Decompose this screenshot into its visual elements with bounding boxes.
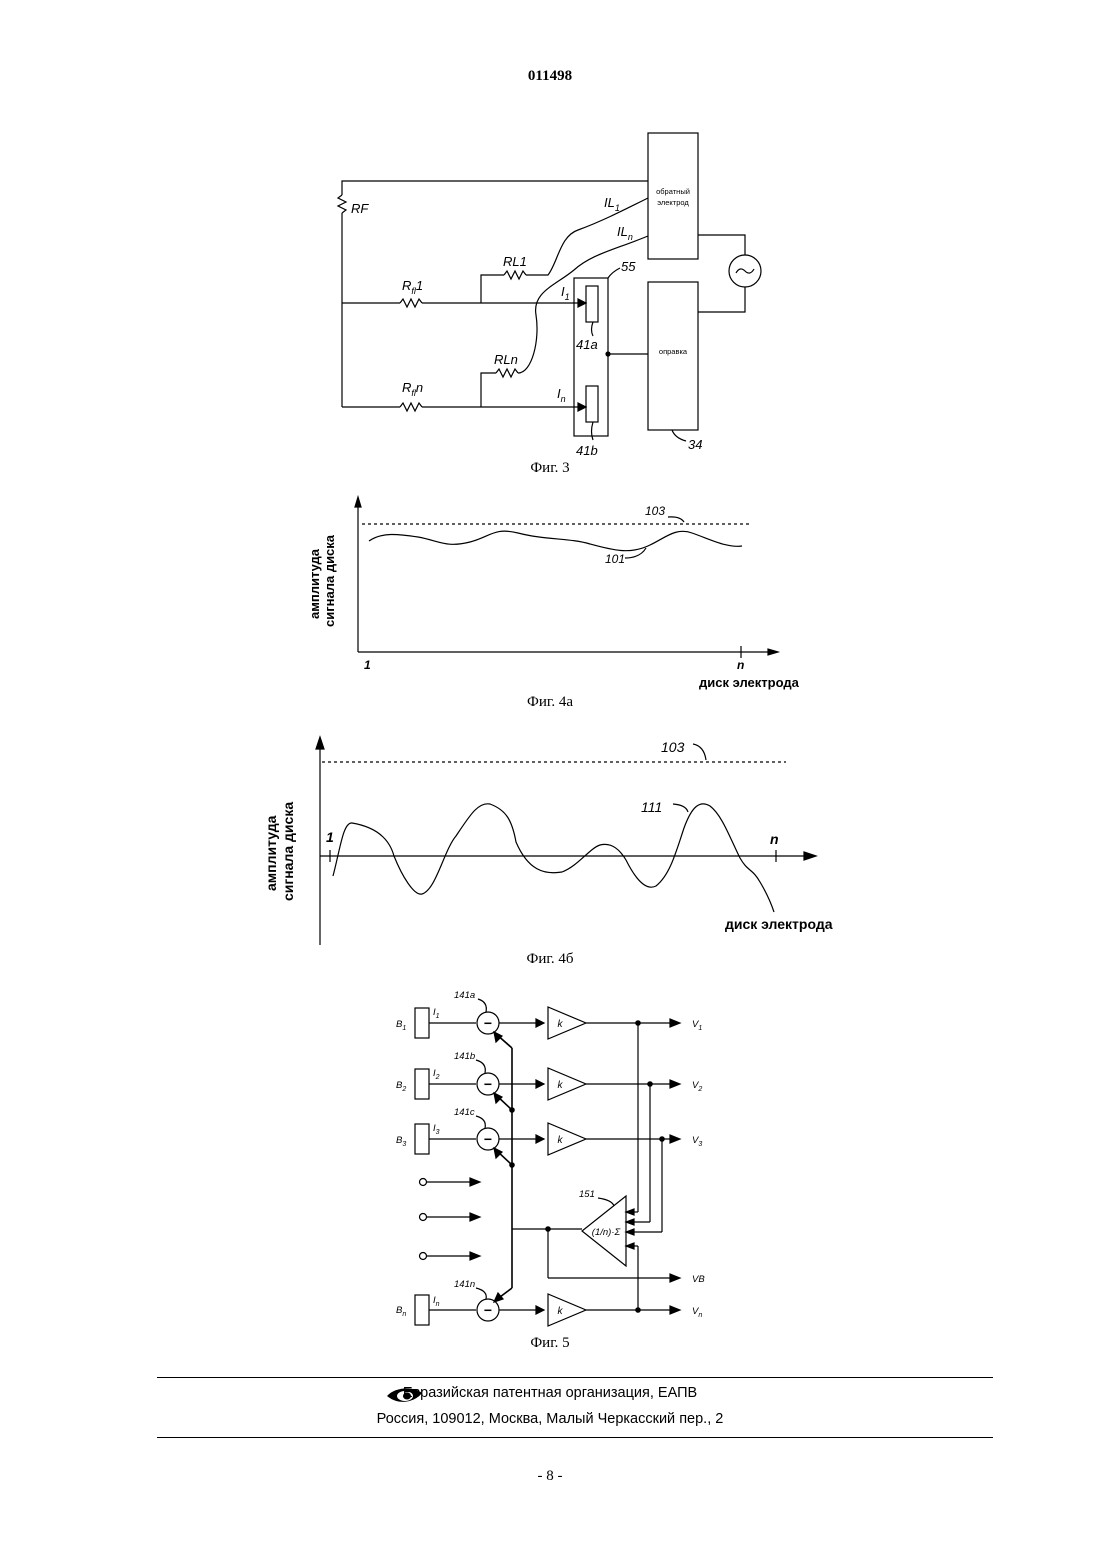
- label-34: 34: [688, 437, 702, 452]
- label-rl1: RL1: [503, 254, 527, 269]
- footer-address: Россия, 109012, Москва, Малый Черкасский…: [0, 1411, 1100, 1427]
- rf-resistor: [338, 195, 346, 213]
- label-rfl1: Rfl1: [402, 278, 423, 296]
- footer-divider-bottom: [157, 1437, 993, 1438]
- return-electrode-label-2: электрод: [657, 198, 689, 207]
- footer-divider-top: [157, 1377, 993, 1378]
- fig3-caption: Фиг. 3: [450, 460, 650, 477]
- label-rf: RF: [351, 201, 369, 216]
- electrode-41b: [586, 386, 598, 422]
- label-rln: RLn: [494, 352, 518, 367]
- page-number: - 8 -: [0, 1468, 1100, 1485]
- label-i1: I1: [561, 284, 570, 302]
- rfln-resistor: [400, 403, 422, 411]
- label-41a: 41a: [576, 337, 598, 352]
- footer-organization: Евразийская патентная организация, ЕАПВ: [0, 1385, 1100, 1401]
- electrode-41a: [586, 286, 598, 322]
- label-in: In: [557, 386, 566, 404]
- ac-source-symbol: [736, 269, 754, 273]
- label-55: 55: [621, 259, 636, 274]
- return-electrode-label-1: обратный: [656, 187, 690, 196]
- label-il1: IL1: [604, 195, 620, 213]
- rl1-resistor: [504, 271, 526, 279]
- fig4a-caption: Фиг. 4а: [450, 694, 650, 711]
- rfl1-resistor: [400, 299, 422, 307]
- fig4b-caption: Фиг. 4б: [450, 951, 650, 968]
- return-electrode-box: [648, 133, 698, 259]
- label-rfln: Rfln: [402, 380, 423, 398]
- rln-resistor: [496, 369, 518, 377]
- fig5-caption: Фиг. 5: [450, 1335, 650, 1352]
- mandrel-label: оправка: [659, 347, 688, 356]
- label-iln: ILn: [617, 224, 633, 242]
- label-41b: 41b: [576, 443, 598, 458]
- mandrel-box: [648, 282, 698, 430]
